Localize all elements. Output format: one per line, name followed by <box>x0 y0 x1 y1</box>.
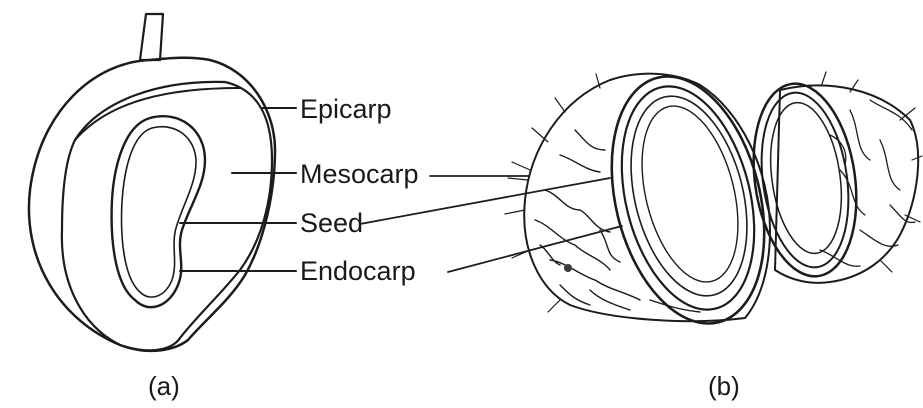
figure-b-coconut-drawing <box>505 60 922 339</box>
back-half-rim <box>742 77 868 283</box>
endocarp-outline <box>112 116 205 307</box>
figure-a-mango-drawing <box>29 14 275 351</box>
seed-label: Seed <box>300 208 363 238</box>
endocarp-label: Endocarp <box>300 256 416 286</box>
husk-speck <box>564 264 572 272</box>
front-husk-fibres <box>535 130 700 312</box>
back-half-shell <box>751 87 859 273</box>
figure-a-caption: (a) <box>148 371 180 401</box>
epicarp-label: Epicarp <box>300 94 392 124</box>
front-half-endosperm <box>612 84 766 308</box>
mango-stalk <box>140 14 163 60</box>
figure-b-caption: (b) <box>708 371 740 401</box>
back-husk-fibres <box>820 100 915 266</box>
mesocarp-label: Mesocarp <box>300 159 419 189</box>
